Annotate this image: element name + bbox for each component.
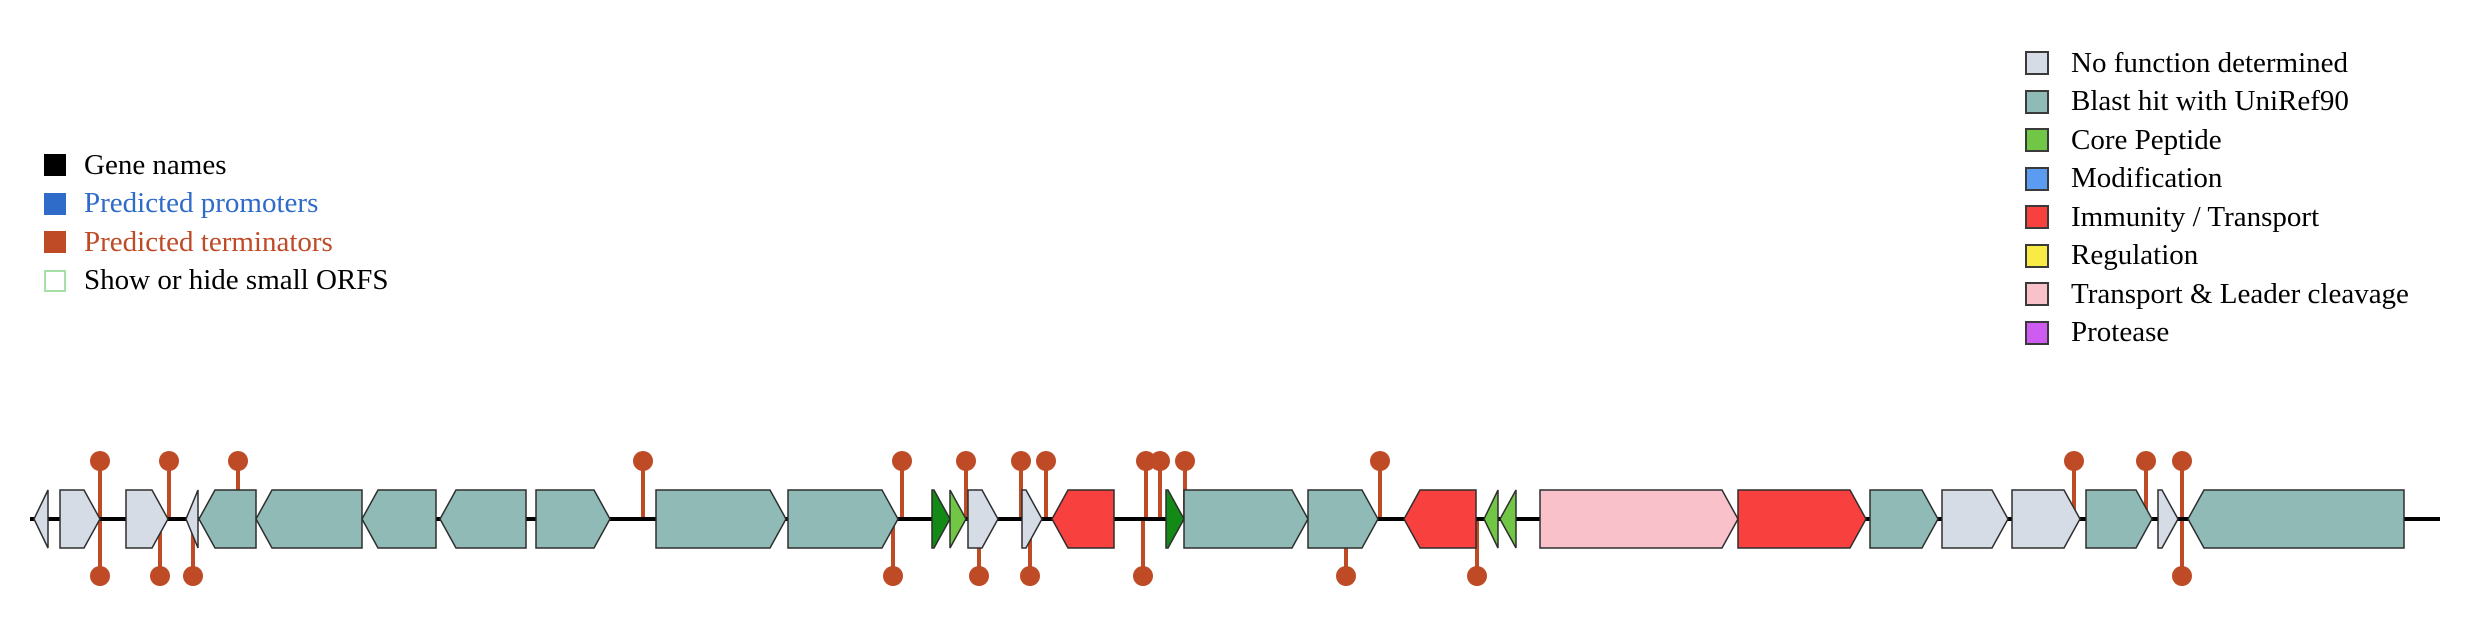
no-function-label: No function determined	[2071, 46, 2349, 79]
no-function-swatch	[2025, 51, 2049, 76]
small-orfs-swatch	[44, 269, 66, 292]
legend-gene-names[interactable]: Gene names	[44, 146, 389, 185]
terminator-marker[interactable]	[1011, 451, 1031, 471]
gene-arrow[interactable]	[655, 489, 787, 549]
legend-regulation[interactable]: Regulation	[2025, 237, 2409, 276]
core-peptide-label: Core Peptide	[2071, 123, 2222, 156]
transport-leader-label: Transport & Leader cleavage	[2071, 277, 2409, 310]
gene-arrow[interactable]	[2011, 489, 2081, 549]
gene-arrow[interactable]	[1051, 489, 1115, 549]
gene-arrow[interactable]	[967, 489, 999, 549]
gene-names-label: Gene names	[84, 148, 227, 181]
predicted-terminators-label: Predicted terminators	[84, 225, 333, 258]
gene-arrow[interactable]	[1483, 489, 1499, 549]
legend-protease[interactable]: Protease	[2025, 314, 2409, 353]
gene-arrow[interactable]	[1539, 489, 1739, 549]
modification-swatch	[2025, 166, 2049, 191]
gene-function-legend: No function determined Blast hit with Un…	[2025, 44, 2409, 352]
regulation-swatch	[2025, 243, 2049, 268]
immunity-transport-swatch	[2025, 205, 2049, 230]
immunity-transport-label: Immunity / Transport	[2071, 200, 2320, 233]
terminator-marker[interactable]	[633, 451, 653, 471]
gene-arrow[interactable]	[125, 489, 169, 549]
terminator-marker[interactable]	[90, 451, 110, 471]
gene-arrow[interactable]	[1403, 489, 1477, 549]
legend-predicted-promoters[interactable]: Predicted promoters	[44, 185, 389, 224]
terminator-marker[interactable]	[2136, 451, 2156, 471]
gene-arrow[interactable]	[185, 489, 199, 549]
legend-small-orfs-toggle[interactable]: Show or hide small ORFS	[44, 262, 389, 301]
legend-blast-hit[interactable]: Blast hit with UniRef90	[2025, 83, 2409, 122]
gene-arrow[interactable]	[255, 489, 363, 549]
feature-legend: Gene names Predicted promoters Predicted…	[44, 146, 389, 300]
gene-arrow[interactable]	[1499, 489, 1517, 549]
legend-modification[interactable]: Modification	[2025, 160, 2409, 199]
terminator-marker[interactable]	[159, 451, 179, 471]
gene-arrow[interactable]	[1941, 489, 2009, 549]
terminator-marker[interactable]	[1175, 451, 1195, 471]
terminator-marker[interactable]	[1336, 566, 1356, 586]
terminator-layer	[90, 451, 2192, 586]
gene-arrow[interactable]	[1021, 489, 1043, 549]
terminator-marker[interactable]	[1467, 566, 1487, 586]
gene-arrow[interactable]	[439, 489, 527, 549]
transport-leader-swatch	[2025, 282, 2049, 307]
predicted-promoters-swatch	[44, 192, 66, 215]
gene-arrow[interactable]	[1737, 489, 1867, 549]
gene-arrow[interactable]	[931, 489, 951, 549]
legend-predicted-terminators[interactable]: Predicted terminators	[44, 223, 389, 262]
regulation-label: Regulation	[2071, 239, 2199, 272]
protease-label: Protease	[2071, 316, 2170, 349]
gene-layer	[33, 489, 2405, 549]
terminator-marker[interactable]	[1020, 566, 1040, 586]
gene-arrow[interactable]	[1307, 489, 1379, 549]
terminator-marker[interactable]	[90, 566, 110, 586]
gene-arrow[interactable]	[1869, 489, 1939, 549]
terminator-marker[interactable]	[2064, 451, 2084, 471]
predicted-promoters-label: Predicted promoters	[84, 187, 319, 220]
blast-hit-label: Blast hit with UniRef90	[2071, 85, 2349, 118]
terminator-marker[interactable]	[150, 566, 170, 586]
gene-arrow[interactable]	[787, 489, 899, 549]
terminator-marker[interactable]	[1036, 451, 1056, 471]
predicted-terminators-swatch	[44, 231, 66, 254]
terminator-marker[interactable]	[2172, 451, 2192, 471]
gene-arrow[interactable]	[361, 489, 437, 549]
legend-transport-leader[interactable]: Transport & Leader cleavage	[2025, 275, 2409, 314]
terminator-marker[interactable]	[1150, 451, 1170, 471]
terminator-marker[interactable]	[1133, 566, 1153, 586]
terminator-marker[interactable]	[956, 451, 976, 471]
terminator-marker[interactable]	[883, 566, 903, 586]
gene-arrow[interactable]	[2157, 489, 2179, 549]
gene-arrow[interactable]	[59, 489, 101, 549]
gene-names-swatch	[44, 154, 66, 177]
gene-arrow[interactable]	[535, 489, 611, 549]
legend-core-peptide[interactable]: Core Peptide	[2025, 121, 2409, 160]
core-peptide-swatch	[2025, 128, 2049, 153]
protease-swatch	[2025, 320, 2049, 345]
gene-arrow[interactable]	[33, 489, 49, 549]
gene-arrow[interactable]	[949, 489, 967, 549]
gene-arrow[interactable]	[198, 489, 257, 549]
terminator-marker[interactable]	[228, 451, 248, 471]
legend-immunity-transport[interactable]: Immunity / Transport	[2025, 198, 2409, 237]
gene-arrow[interactable]	[2085, 489, 2153, 549]
terminator-marker[interactable]	[2172, 566, 2192, 586]
gene-arrow[interactable]	[2187, 489, 2405, 549]
terminator-marker[interactable]	[969, 566, 989, 586]
modification-label: Modification	[2071, 162, 2223, 195]
gene-arrow[interactable]	[1183, 489, 1309, 549]
legend-no-function[interactable]: No function determined	[2025, 44, 2409, 83]
terminator-marker[interactable]	[1370, 451, 1390, 471]
terminator-marker[interactable]	[183, 566, 203, 586]
small-orfs-label: Show or hide small ORFS	[84, 264, 389, 297]
blast-hit-swatch	[2025, 89, 2049, 114]
gene-arrow[interactable]	[1165, 489, 1185, 549]
terminator-marker[interactable]	[892, 451, 912, 471]
terminator-marker[interactable]	[1136, 451, 1156, 471]
